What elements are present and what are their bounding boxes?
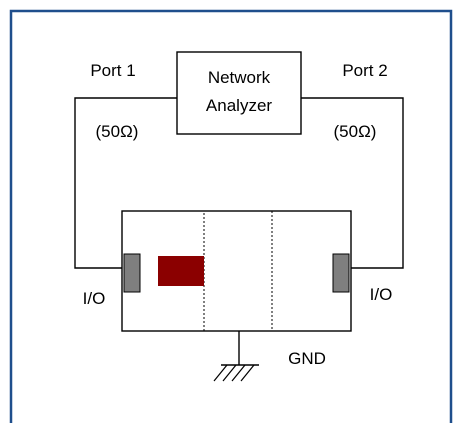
port2-label: Port 2 <box>342 61 387 80</box>
port2-impedance: (50Ω) <box>334 122 377 141</box>
port1-impedance: (50Ω) <box>96 122 139 141</box>
analyzer-label-line2: Analyzer <box>206 96 272 115</box>
io-right-label: I/O <box>370 285 393 304</box>
io-left-label: I/O <box>83 289 106 308</box>
ground-label: GND <box>288 349 326 368</box>
io-pad-right <box>332 253 350 293</box>
port2-cable <box>301 97 404 269</box>
component-block <box>158 256 204 286</box>
io-pad-left <box>123 253 141 293</box>
frame-border <box>9 9 453 423</box>
port1-cable <box>74 97 177 269</box>
port1-label: Port 1 <box>90 61 135 80</box>
analyzer-label-line1: Network <box>208 68 271 87</box>
dut-board <box>121 210 352 332</box>
ground-symbol-icon <box>213 364 255 382</box>
network-analyzer-box <box>176 51 302 135</box>
